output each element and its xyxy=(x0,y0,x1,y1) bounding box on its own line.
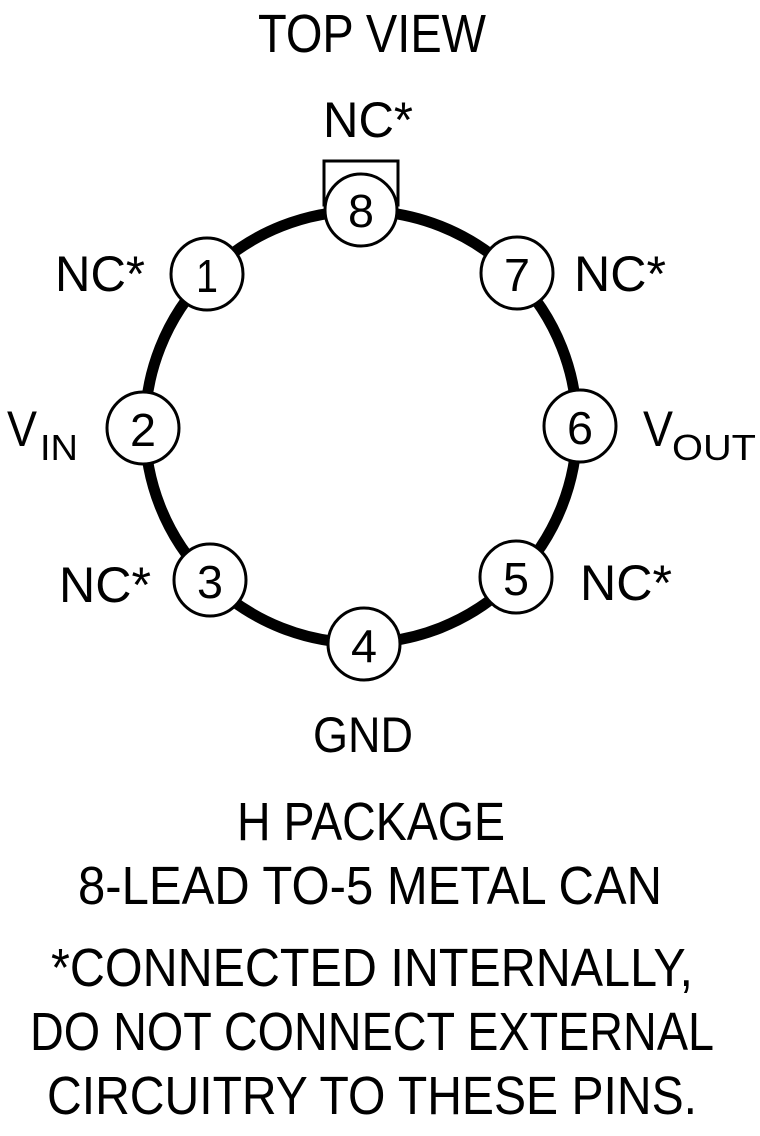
pin-2-number: 2 xyxy=(130,404,156,456)
footnote-line-3: CIRCUITRY TO THESE PINS. xyxy=(47,1066,697,1126)
pin-1-number: 1 xyxy=(196,250,218,302)
pin-7-number: 7 xyxy=(504,249,530,301)
pin-5-label: NC* xyxy=(580,555,672,611)
pin-2-label-main: V xyxy=(7,401,38,457)
pin-3: 3 xyxy=(172,542,248,618)
package-name: H PACKAGE xyxy=(237,792,505,852)
pin-5: 5 xyxy=(478,539,554,615)
pin-4-label: GND xyxy=(313,707,413,763)
pin-1: 1 xyxy=(169,236,245,312)
pin-8-number: 8 xyxy=(348,185,374,237)
pin-1-label: NC* xyxy=(55,246,145,302)
pin-4: 4 xyxy=(326,606,402,682)
pin-2-label: V IN xyxy=(7,401,78,468)
pin-2-label-subscript: IN xyxy=(40,427,78,468)
pin-2: 2 xyxy=(105,390,181,466)
pin-3-number: 3 xyxy=(197,556,223,608)
pin-3-label: NC* xyxy=(59,557,151,613)
pin-6-label-main: V xyxy=(643,401,674,457)
pin-6-label-subscript: OUT xyxy=(672,427,756,468)
package-description: 8-LEAD TO-5 METAL CAN xyxy=(78,856,662,916)
pin-8-label: NC* xyxy=(323,92,413,148)
footnote-line-2: DO NOT CONNECT EXTERNAL xyxy=(30,1002,714,1062)
pin-6-label: V OUT xyxy=(643,401,756,468)
pin-7: 7 xyxy=(479,235,555,311)
pin-6-number: 6 xyxy=(567,402,593,454)
pin-8: 8 xyxy=(323,172,399,248)
pin-4-number: 4 xyxy=(351,620,377,672)
pin-7-label: NC* xyxy=(574,246,666,302)
diagram-title: TOP VIEW xyxy=(258,4,486,64)
footnote-line-1: *CONNECTED INTERNALLY, xyxy=(51,938,693,998)
pin-5-number: 5 xyxy=(503,553,529,605)
pin-6: 6 xyxy=(542,388,618,464)
